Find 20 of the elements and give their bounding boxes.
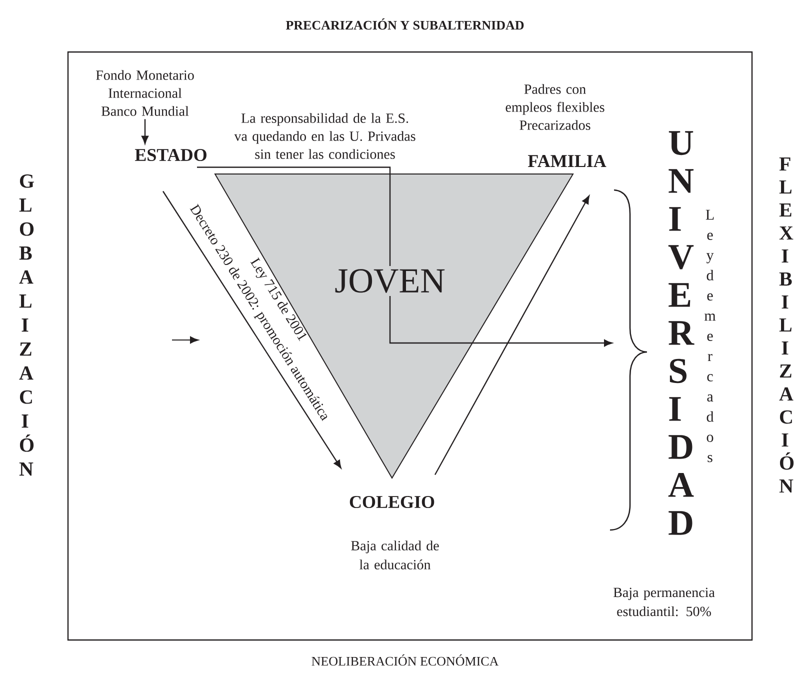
vertical-label: UNIVERSIDAD <box>668 131 694 535</box>
caption: NEOLIBERACIÓN ECONÓMICA <box>312 654 499 666</box>
vertical-label: GLOBALIZACIÓN <box>19 174 34 476</box>
note: Ley de mercados <box>704 210 716 462</box>
arrow <box>434 196 590 476</box>
note: Padres con empleos flexibles Precarizados <box>506 84 604 130</box>
edge-label: La responsabilidad de la E.S. va quedando en las U. Privadas sin tener las condiciones <box>234 113 416 159</box>
arrow <box>162 190 342 468</box>
label: FAMILIA <box>528 155 606 167</box>
label: ESTADO <box>134 148 206 162</box>
label: COLEGIO <box>350 496 434 508</box>
label <box>610 189 648 531</box>
title: PRECARIZACIÓN Y SUBALTERNIDAD <box>286 18 524 30</box>
note: Baja calidad de la educación <box>351 540 439 570</box>
arrow <box>141 119 149 144</box>
note: Baja permanencia estudiantil: 50% <box>614 588 715 616</box>
vertical-label: FLEXIBILIZACIÓN <box>779 157 794 493</box>
arrow <box>389 296 612 347</box>
label: Fondo Monetario Internacional Banco Mundial <box>96 70 194 116</box>
connector-line <box>197 166 391 266</box>
